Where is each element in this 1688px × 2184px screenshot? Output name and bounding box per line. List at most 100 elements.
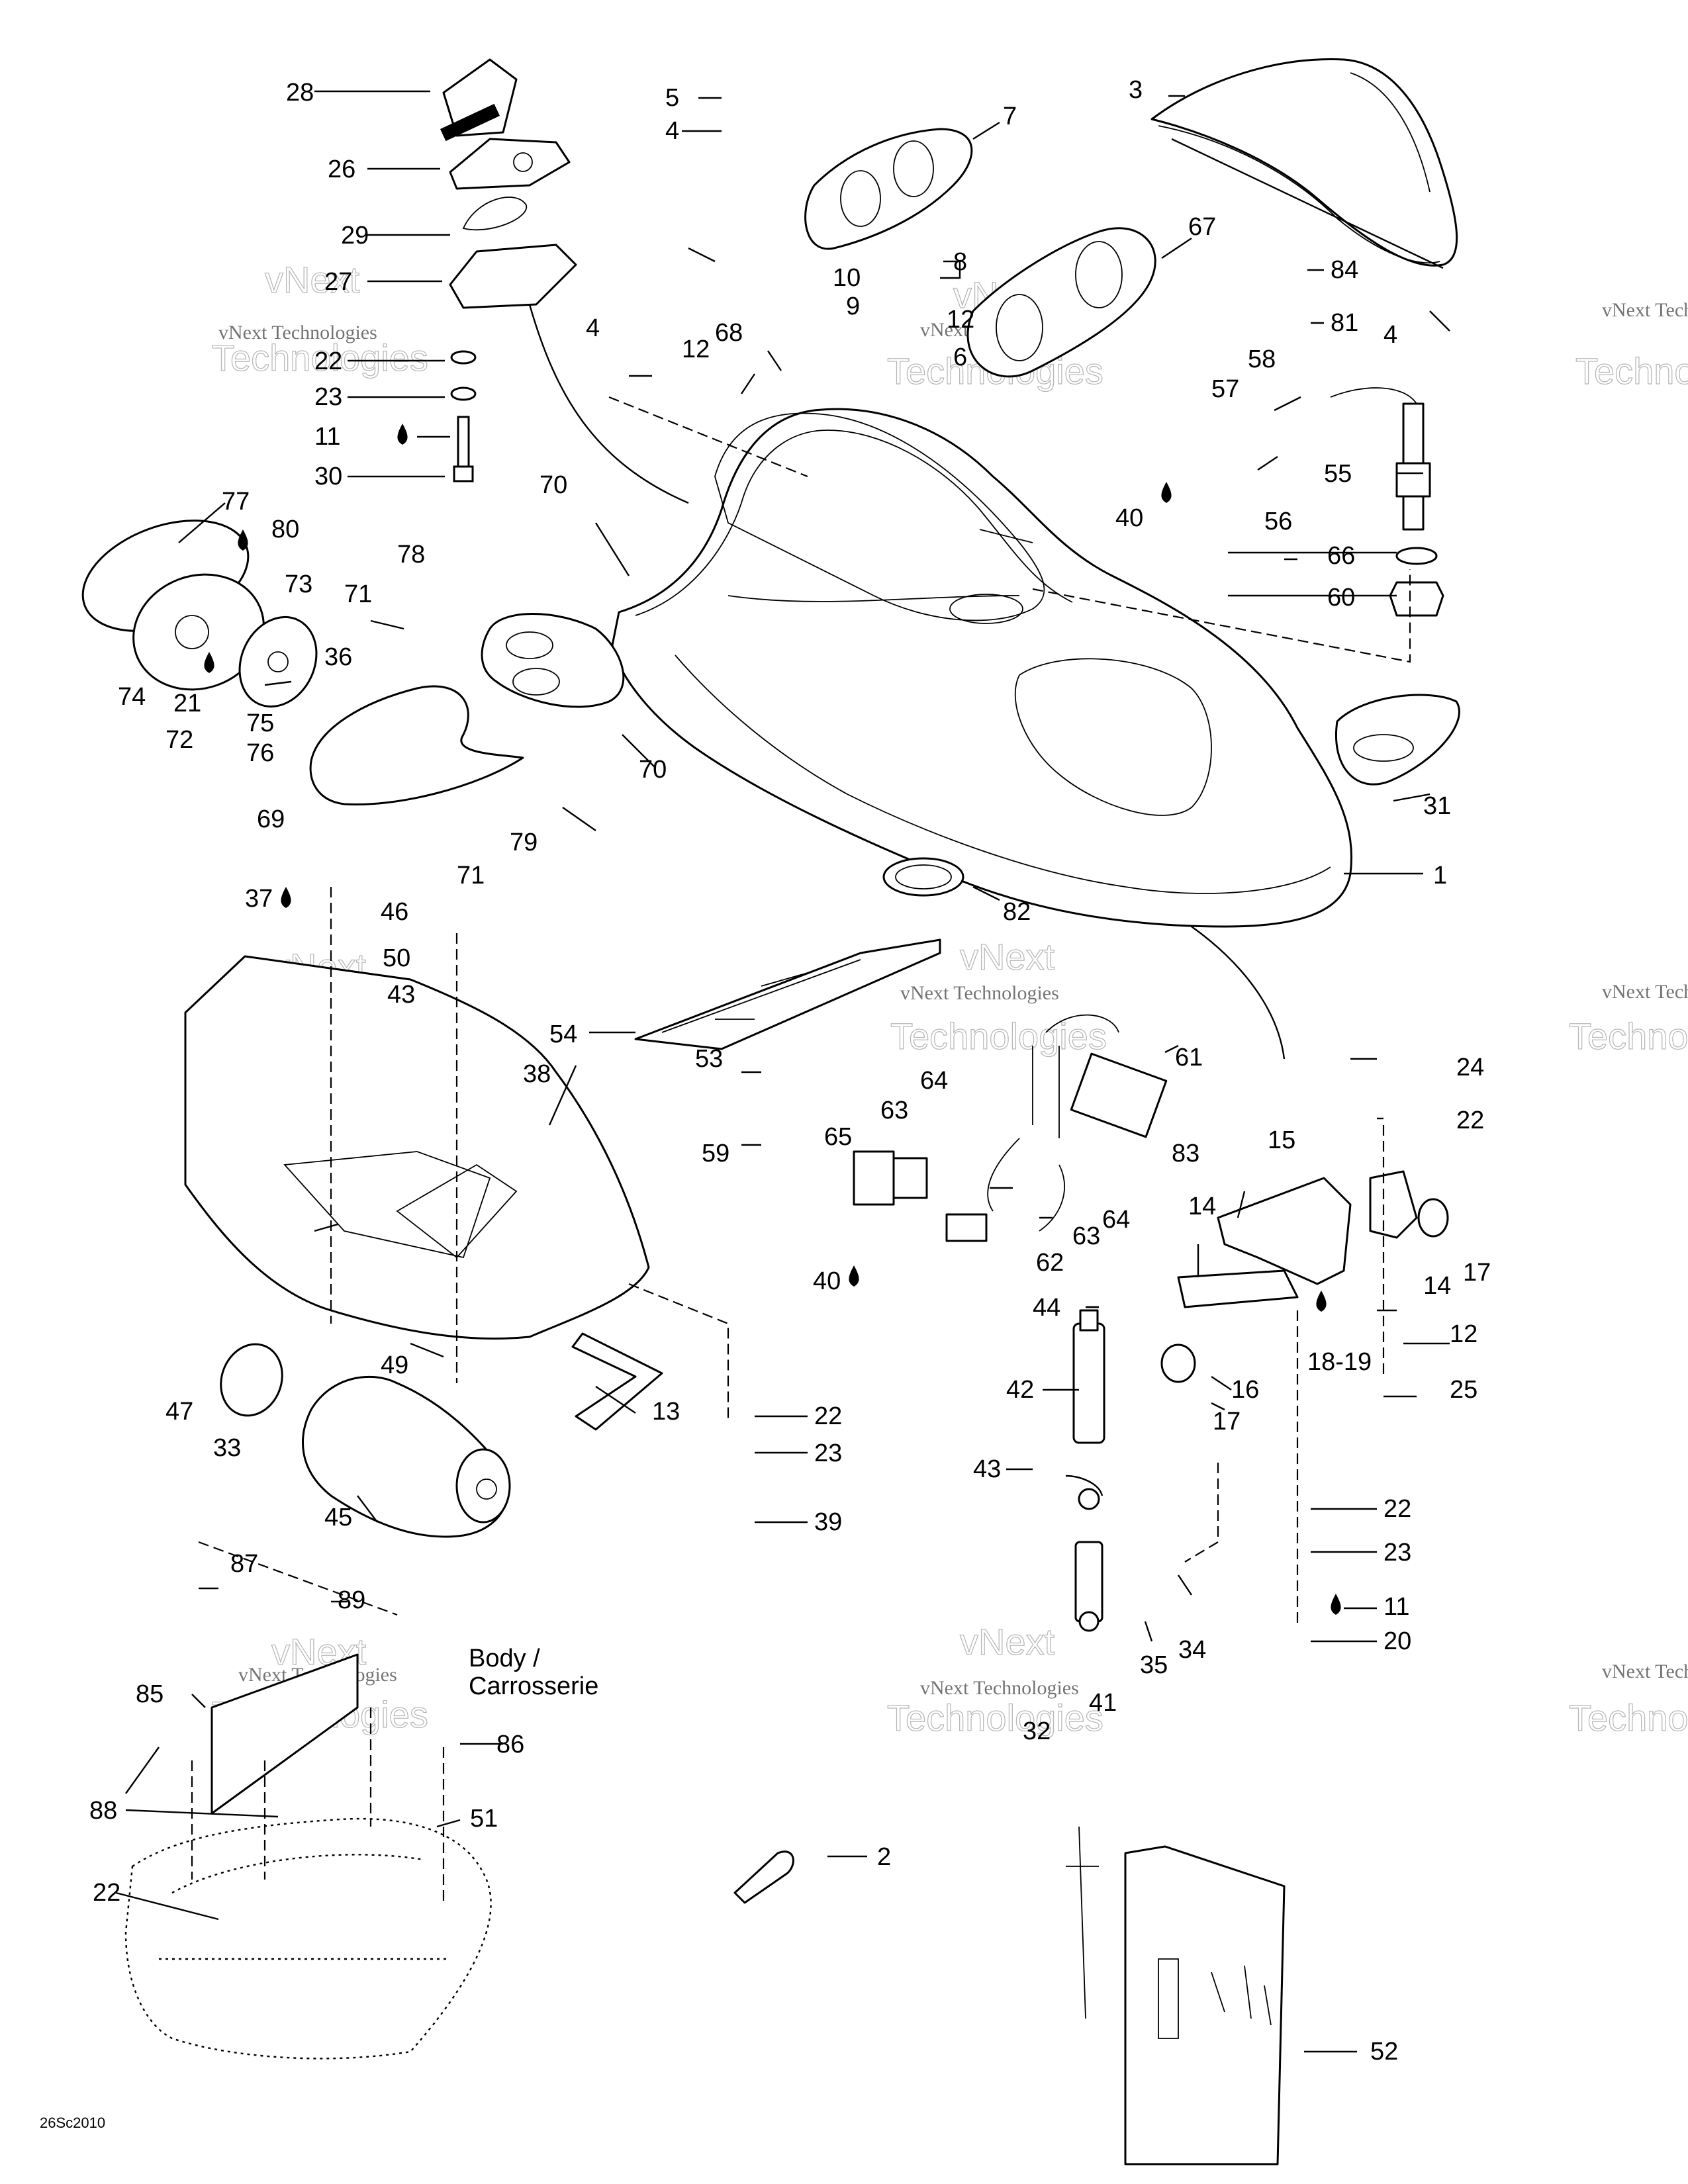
callout-label: 1 bbox=[1433, 862, 1447, 889]
figure-code: 26Sc2010 bbox=[40, 2115, 105, 2131]
callout-label: 12 bbox=[1450, 1320, 1477, 1348]
callout-label: 71 bbox=[344, 580, 372, 608]
watermark: vNext bbox=[960, 1621, 1055, 1662]
oil-drop-icon bbox=[1316, 1291, 1327, 1312]
callout-label: 64 bbox=[1102, 1206, 1130, 1234]
watermark: vNext Technologies bbox=[1602, 981, 1688, 1003]
callout-label: 28 bbox=[286, 79, 314, 107]
callout-label: 7 bbox=[1003, 103, 1017, 130]
callout-label: 50 bbox=[383, 944, 410, 972]
storage-tray bbox=[634, 938, 941, 1050]
callout-label: 45 bbox=[324, 1504, 352, 1531]
callout-label: 36 bbox=[324, 643, 352, 671]
callout-label: 41 bbox=[1089, 1689, 1117, 1717]
fastener-stack-left bbox=[450, 350, 477, 482]
callout-label: 73 bbox=[285, 570, 312, 598]
callout-label: 76 bbox=[246, 739, 274, 767]
callout-label: 49 bbox=[381, 1351, 408, 1379]
callout-label: 37 bbox=[245, 885, 273, 913]
callout-label: 72 bbox=[165, 726, 193, 754]
callout-label: 27 bbox=[324, 268, 352, 296]
callout-label: 69 bbox=[257, 805, 285, 833]
callout-label: 82 bbox=[1003, 898, 1031, 926]
callout-label: 87 bbox=[230, 1550, 258, 1578]
watermark: vNext Technologies bbox=[920, 1677, 1079, 1699]
watermark: vNext bbox=[265, 259, 360, 300]
callout-label: 78 bbox=[397, 541, 425, 569]
callout-label: 26 bbox=[328, 156, 355, 183]
callout-label: 14 bbox=[1423, 1272, 1451, 1300]
watermark: vNext Technologies bbox=[1602, 1661, 1688, 1682]
callout-label: 10 bbox=[833, 264, 861, 292]
callout-label: 16 bbox=[1231, 1376, 1259, 1404]
callout-label: 40 bbox=[813, 1267, 841, 1295]
callout-label: 4 bbox=[1383, 321, 1397, 349]
callout-label: 29 bbox=[341, 222, 369, 250]
mount-block bbox=[440, 58, 577, 309]
callout-label: 20 bbox=[1383, 1627, 1411, 1655]
callout-label: 53 bbox=[695, 1045, 723, 1073]
underside-panel bbox=[184, 955, 650, 1340]
callout-label: 44 bbox=[1033, 1294, 1060, 1322]
watermark: vNext Technologies bbox=[1602, 299, 1688, 321]
oil-drop-icon bbox=[397, 424, 408, 445]
callout-label: 61 bbox=[1175, 1044, 1203, 1071]
callout-label: 54 bbox=[549, 1021, 577, 1048]
callout-label: 57 bbox=[1211, 375, 1239, 403]
callout-label: 58 bbox=[1248, 345, 1276, 373]
oil-drop-icon bbox=[204, 652, 214, 673]
watermark: Technologies bbox=[1569, 1015, 1688, 1057]
storage-bin bbox=[302, 1375, 511, 1538]
callout-label: 43 bbox=[387, 981, 415, 1009]
callout-label: 3 bbox=[1129, 76, 1143, 104]
callout-label: 12 bbox=[947, 306, 974, 334]
callout-label: 22 bbox=[93, 1879, 120, 1907]
callout-label: 15 bbox=[1268, 1126, 1295, 1154]
callout-label: 75 bbox=[246, 709, 274, 737]
watermark: vNext Technologies bbox=[900, 982, 1059, 1004]
callout-label: 84 bbox=[1331, 256, 1358, 284]
callout-label: 17 bbox=[1213, 1408, 1241, 1435]
callout-label: 9 bbox=[846, 293, 860, 320]
gauge-housing bbox=[966, 227, 1156, 378]
callout-label: 31 bbox=[1423, 792, 1451, 820]
callout-label: 23 bbox=[1383, 1539, 1411, 1567]
body-note-line1: Body / bbox=[469, 1645, 540, 1672]
callout-label: 11 bbox=[1383, 1593, 1409, 1621]
nose-cone bbox=[309, 685, 524, 806]
callout-label: 30 bbox=[314, 463, 342, 490]
front-cowl bbox=[1150, 58, 1458, 267]
callout-label: 55 bbox=[1324, 460, 1352, 488]
callout-label: 67 bbox=[1188, 213, 1216, 241]
watermark: vNext Technologies bbox=[218, 322, 377, 343]
callout-label: 71 bbox=[457, 862, 485, 889]
steering-bracket bbox=[1160, 1170, 1449, 1383]
temperature-sensor bbox=[1330, 387, 1444, 617]
callout-label: 38 bbox=[523, 1060, 551, 1088]
side-vent bbox=[481, 613, 625, 708]
round-cap bbox=[220, 1343, 283, 1417]
callout-label: 70 bbox=[639, 756, 667, 784]
body-note: Body / Carrosserie bbox=[469, 1645, 598, 1700]
callout-label: 24 bbox=[1456, 1054, 1484, 1081]
watermark: Technologies bbox=[1569, 1697, 1688, 1739]
callout-label: 56 bbox=[1264, 508, 1292, 535]
assembly-guides bbox=[191, 304, 1411, 1906]
callout-label: 70 bbox=[539, 471, 567, 499]
callout-label: 60 bbox=[1327, 584, 1355, 612]
callout-label: 77 bbox=[222, 488, 250, 516]
callout-label: 47 bbox=[165, 1398, 193, 1426]
grommet-ring-inner bbox=[895, 864, 952, 889]
callout-label: 2 bbox=[877, 1843, 891, 1871]
callout-label: 64 bbox=[920, 1067, 948, 1095]
watermark: Technologies bbox=[890, 1015, 1107, 1057]
callout-label: 62 bbox=[1036, 1249, 1064, 1277]
callout-label: 8 bbox=[953, 248, 967, 276]
callout-label: 6 bbox=[953, 343, 967, 371]
oil-drop-icon bbox=[1331, 1594, 1341, 1615]
callout-label: 43 bbox=[973, 1455, 1001, 1483]
callout-label: 81 bbox=[1331, 309, 1358, 337]
callout-label: 89 bbox=[338, 1586, 365, 1614]
license-plate-bracket bbox=[211, 1653, 359, 1815]
callout-label: 17 bbox=[1463, 1259, 1491, 1287]
